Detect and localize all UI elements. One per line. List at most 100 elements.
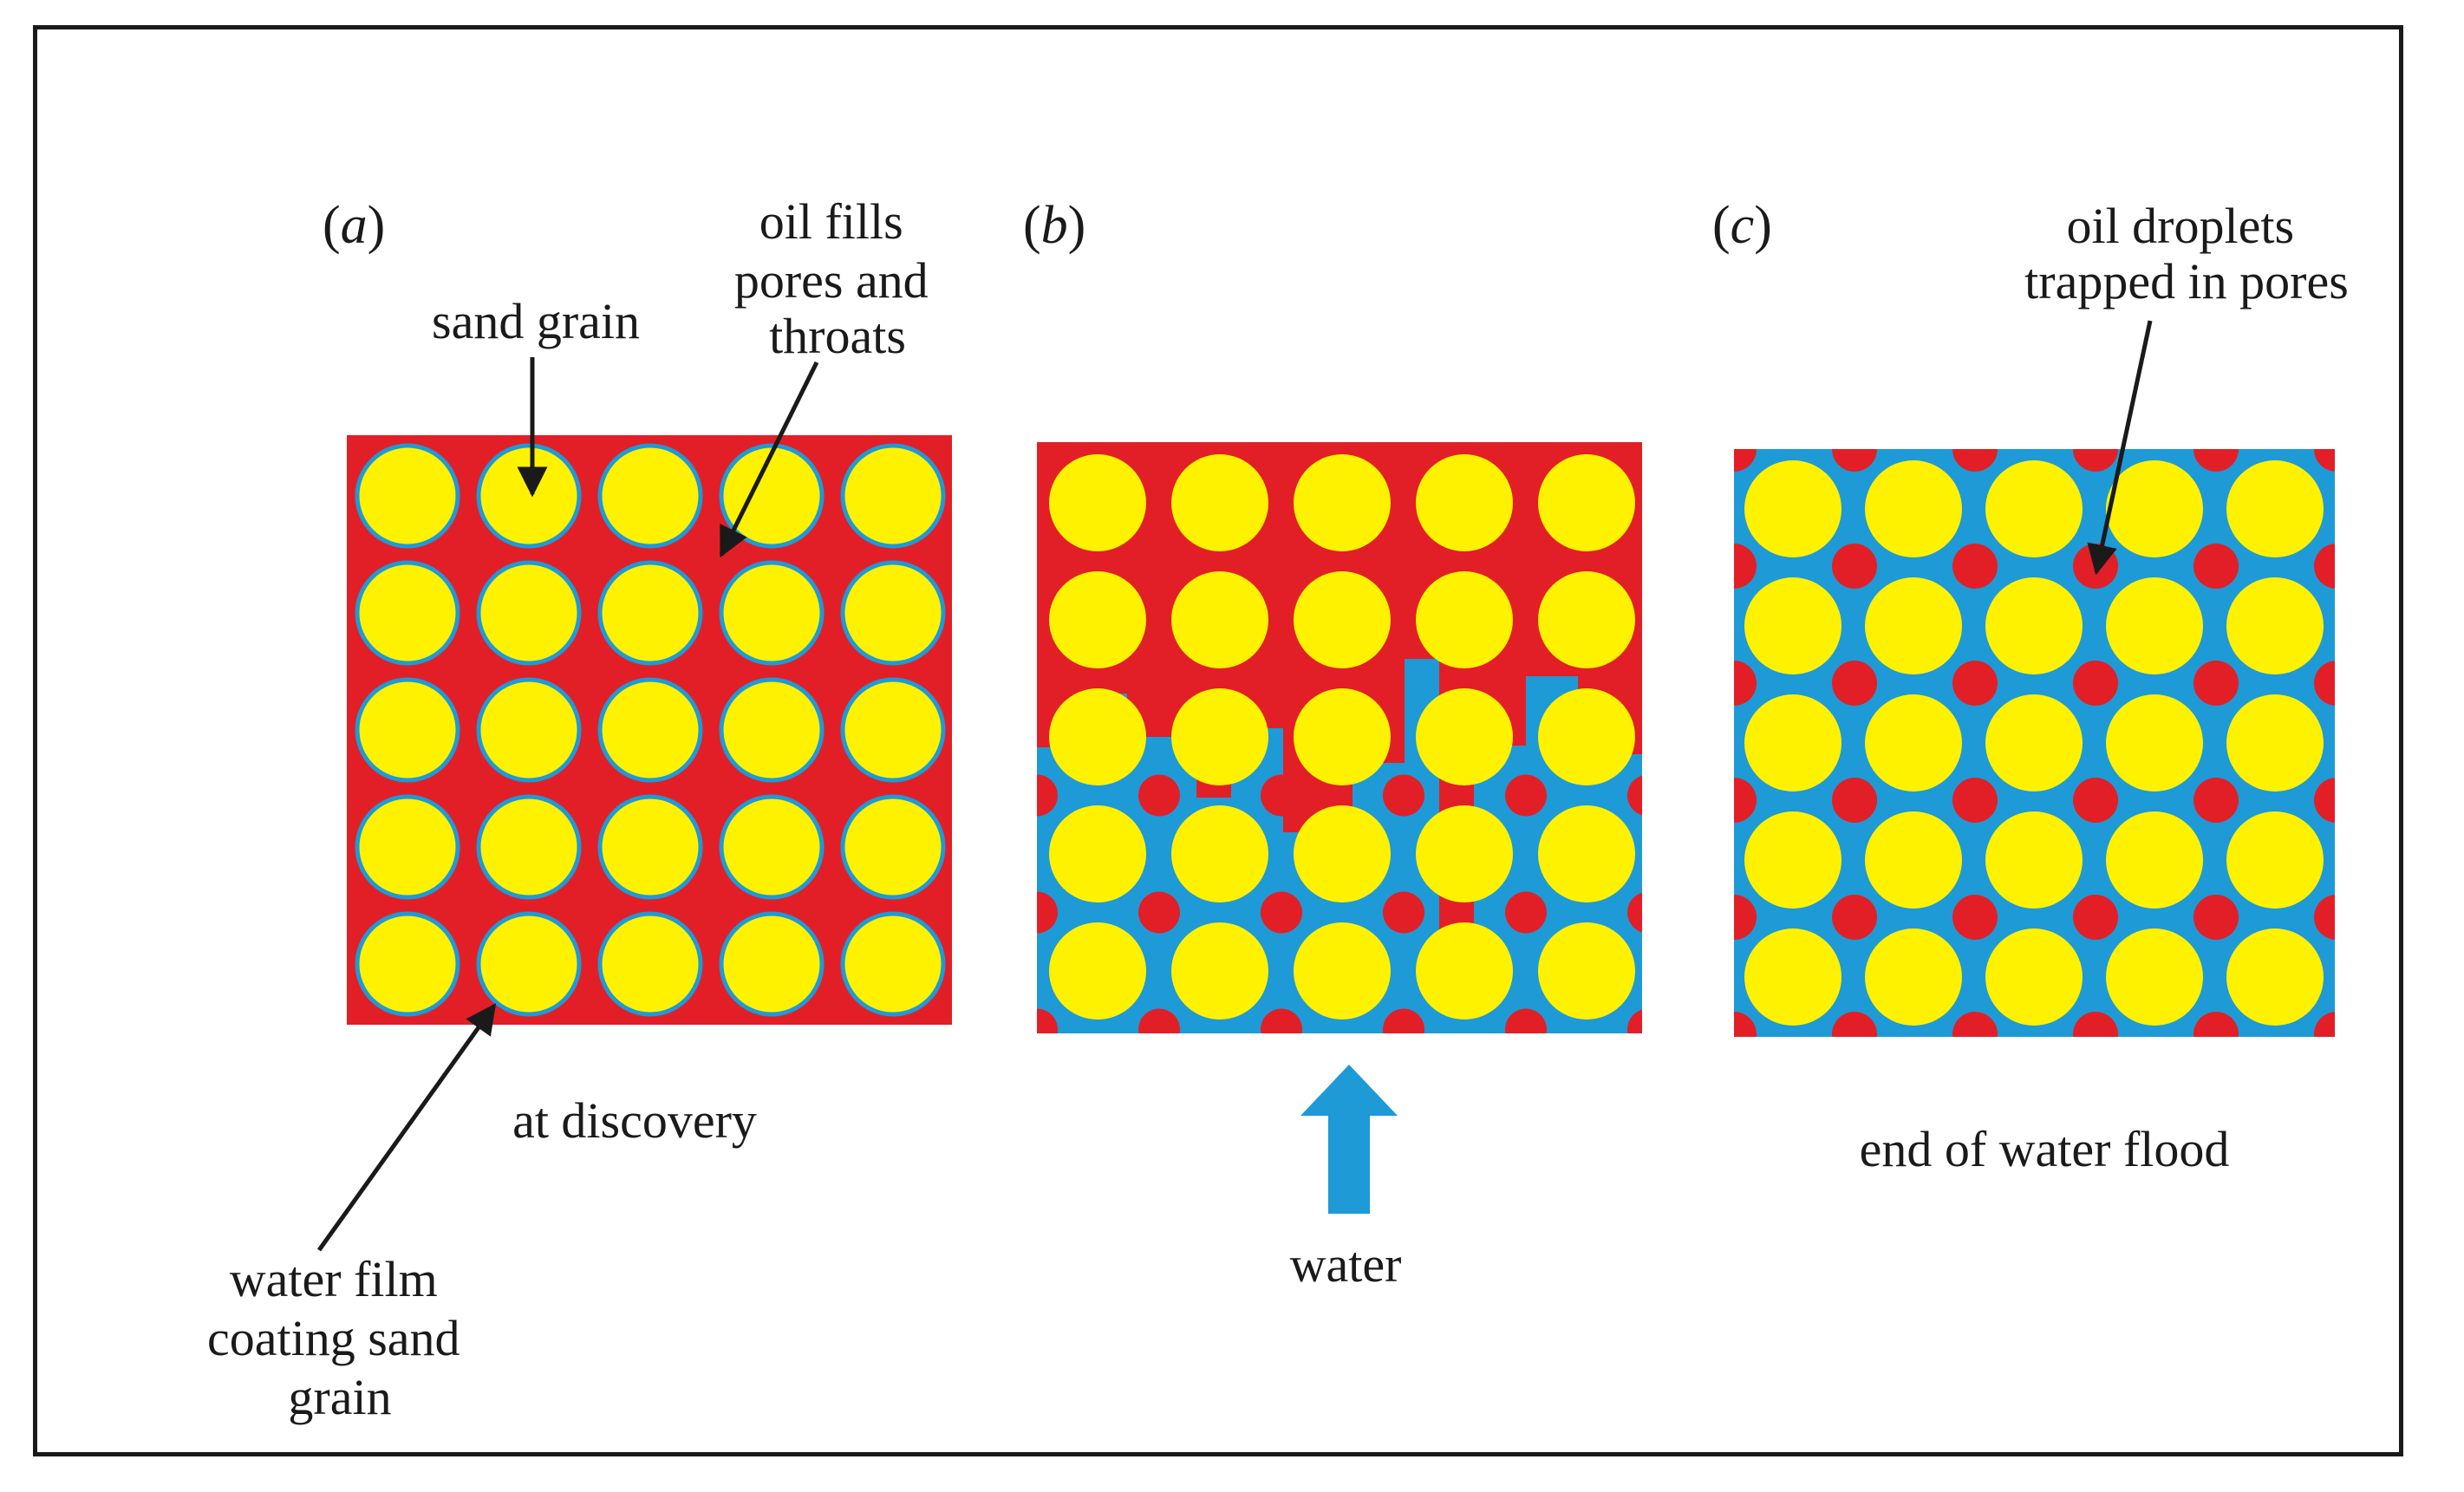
oil-droplet: [2193, 778, 2239, 823]
sand-grain: [2106, 577, 2203, 674]
oil-droplet: [1832, 895, 1877, 940]
sand-grain: [840, 443, 946, 549]
sand-grain: [1985, 811, 2083, 909]
oil-droplet: [1138, 774, 1180, 817]
oil-droplet: [2073, 449, 2118, 472]
sand-grain: [1294, 688, 1391, 785]
oil-droplet: [2314, 778, 2335, 823]
panel-b-oil-droplets: [1037, 774, 1642, 1033]
oil-droplet: [1261, 891, 1302, 934]
oil-droplet: [1383, 774, 1424, 817]
oil-droplet: [1832, 449, 1877, 472]
oil-fills-arrow: [719, 361, 819, 558]
sand-grain: [1171, 922, 1268, 1020]
sand-grain: [597, 560, 703, 666]
oil-droplet: [1952, 895, 1998, 940]
sand-grain: [1538, 805, 1635, 902]
sand-grain: [2106, 928, 2203, 1026]
sand-grain: [476, 560, 582, 666]
sand-grain: [1294, 805, 1391, 902]
sand-grain: [1538, 922, 1635, 1020]
oil-droplet: [2073, 895, 2118, 940]
oil-droplet: [2314, 544, 2335, 589]
oil-droplet: [1262, 1014, 1300, 1033]
oil-droplet: [1037, 774, 1058, 817]
sand-grain: [2226, 811, 2324, 909]
oil-droplet: [1037, 1014, 1056, 1033]
sand-grain: [1049, 571, 1146, 668]
sand-grain: [597, 911, 703, 1017]
sand-grain: [719, 911, 825, 1017]
sand-grain: [476, 677, 582, 783]
oil-droplet: [1832, 778, 1877, 823]
oil-droplet: [1734, 449, 1757, 472]
oil-droplet: [1505, 891, 1547, 934]
sand-grain: [1294, 454, 1391, 551]
oil-droplet: [1140, 1014, 1178, 1033]
sand-grain: [597, 677, 703, 783]
sand-grain: [1985, 460, 2083, 557]
oil-droplet: [1952, 661, 1998, 706]
oil-droplet: [2193, 1012, 2239, 1037]
sand-grain: [840, 911, 946, 1017]
sand-grain: [1171, 571, 1268, 668]
sand-grain: [1294, 922, 1391, 1020]
sand-grain: [719, 560, 825, 666]
sand-grain: [1049, 454, 1146, 551]
panel-a: [347, 435, 952, 1025]
panel-c-oil-droplets: [1734, 449, 2335, 1037]
oil-droplet: [2193, 661, 2239, 706]
oil-droplet: [1832, 661, 1877, 706]
sand-grain: [1171, 454, 1268, 551]
oil-droplet: [1138, 891, 1180, 934]
sand-grain: [1744, 460, 1841, 557]
oil-droplet: [2314, 661, 2335, 706]
sand-grain: [840, 677, 946, 783]
sand-grain: [1049, 805, 1146, 902]
sand-grain: [2226, 694, 2324, 792]
sand-grain: [597, 794, 703, 900]
sand-grain: [2106, 694, 2203, 792]
sand-grain: [1416, 571, 1513, 668]
oil-droplet: [1734, 544, 1757, 589]
oil-droplet: [1627, 775, 1642, 816]
oil-droplet: [1952, 1012, 1998, 1037]
oil-droplet: [1627, 892, 1642, 933]
oil-droplets-label: oil droplets trapped in pores: [2024, 198, 2349, 309]
sand-grain: [1985, 577, 2083, 674]
panel-c-grains: [1744, 460, 2324, 1026]
sand-grain: [2226, 928, 2324, 1026]
water-film-arrow: [316, 1003, 497, 1252]
oil-droplet: [1832, 544, 1877, 589]
sand-grain: [476, 911, 582, 1017]
sand-grain-label: sand grain: [432, 293, 640, 349]
panel-b-grains: [1049, 454, 1635, 1020]
oil-droplets-arrow: [2087, 320, 2153, 576]
panel-a-label: (a): [323, 196, 385, 255]
oil-droplet: [2193, 449, 2239, 472]
oil-droplet: [2073, 661, 2118, 706]
oil-droplet: [1734, 778, 1757, 823]
oil-droplet: [2193, 544, 2239, 589]
sand-grain: [719, 677, 825, 783]
oil-droplet: [1383, 891, 1424, 934]
sand-grain: [355, 911, 460, 1017]
water-flow-arrow-icon: [1300, 1065, 1398, 1214]
sand-grain: [355, 560, 460, 666]
sand-grain: [1865, 460, 1962, 557]
sand-grain: [1985, 928, 2083, 1026]
oil-droplet: [1385, 1014, 1423, 1033]
sand-grain: [476, 443, 582, 549]
sand-grain: [1865, 811, 1962, 909]
sand-grain: [2226, 577, 2324, 674]
sand-grain: [355, 794, 460, 900]
oil-droplet: [2314, 449, 2335, 472]
panel-c-caption: end of water flood: [1860, 1121, 2230, 1177]
oil-droplet: [1505, 774, 1547, 817]
oil-droplet: [2073, 1012, 2118, 1037]
oil-droplet: [1629, 1015, 1642, 1033]
sand-grain: [719, 794, 825, 900]
sand-grain: [1865, 577, 1962, 674]
oil-droplet: [1037, 891, 1058, 934]
oil-droplet: [1734, 895, 1757, 940]
